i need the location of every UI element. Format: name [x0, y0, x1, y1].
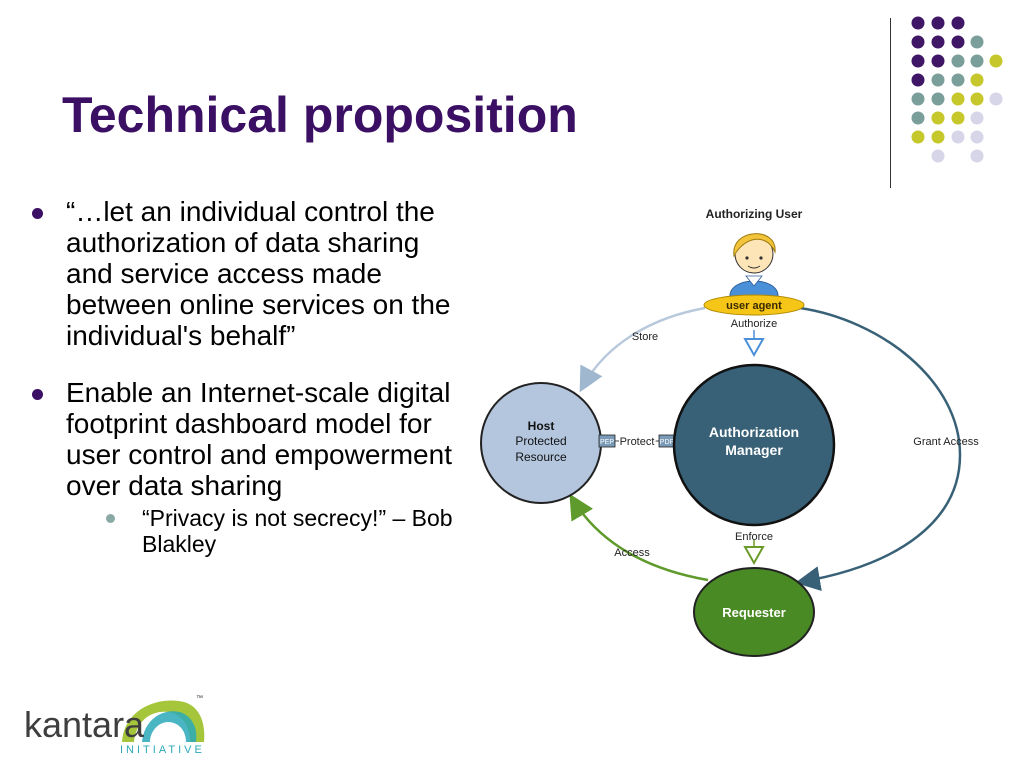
host-label: Host [528, 419, 555, 433]
vertical-divider [890, 18, 891, 188]
authorization-manager-label-2: Manager [725, 442, 783, 458]
store-label: Store [632, 331, 658, 343]
host-protected-label: Protected [515, 434, 566, 448]
access-label: Access [614, 547, 650, 559]
authorize-arrow-icon [743, 338, 765, 358]
access-arrow [569, 493, 709, 582]
bullet-text: Enable an Internet-scale digital footpri… [66, 377, 452, 501]
decorative-dot-grid [911, 16, 1003, 163]
authorization-manager-node [672, 363, 836, 527]
enforce-label: Enforce [735, 531, 773, 543]
protect-label: Protect [620, 436, 655, 448]
user-person-icon [729, 233, 779, 297]
slide-title: Technical proposition [62, 87, 578, 143]
uma-architecture-diagram: Authorizing User user agent Authorize St… [480, 207, 979, 657]
user-agent-badge [703, 294, 805, 316]
requester-node [693, 567, 815, 657]
grant-access-label: Grant Access [913, 436, 979, 448]
requester-label: Requester [722, 605, 786, 620]
enforce-arrow-icon [743, 546, 765, 566]
authorize-label: Authorize [731, 318, 777, 330]
logo-trademark: ™ [196, 695, 203, 702]
sub-bullet-item: “Privacy is not secrecy!” – Bob Blakley [66, 505, 470, 557]
authorizing-user-label: Authorizing User [706, 207, 803, 221]
logo-subtext: INITIATIVE [120, 744, 205, 756]
pep-box [598, 434, 616, 448]
authorization-manager-label-1: Authorization [709, 424, 799, 440]
logo-wordmark: kantara [24, 704, 145, 745]
store-arrow [579, 306, 706, 393]
pdp-label: PDP [660, 439, 675, 446]
bullet-item: “…let an individual control the authoriz… [30, 196, 470, 351]
bullet-item: Enable an Internet-scale digital footpri… [30, 377, 470, 557]
host-resource-label: Resource [515, 450, 567, 464]
grant-access-arrow [795, 306, 962, 591]
kantara-logo: kantara INITIATIVE ™ [24, 695, 205, 756]
user-agent-label: user agent [726, 300, 782, 312]
pep-label: PEP [600, 439, 614, 446]
bullet-list: “…let an individual control the authoriz… [30, 196, 470, 557]
